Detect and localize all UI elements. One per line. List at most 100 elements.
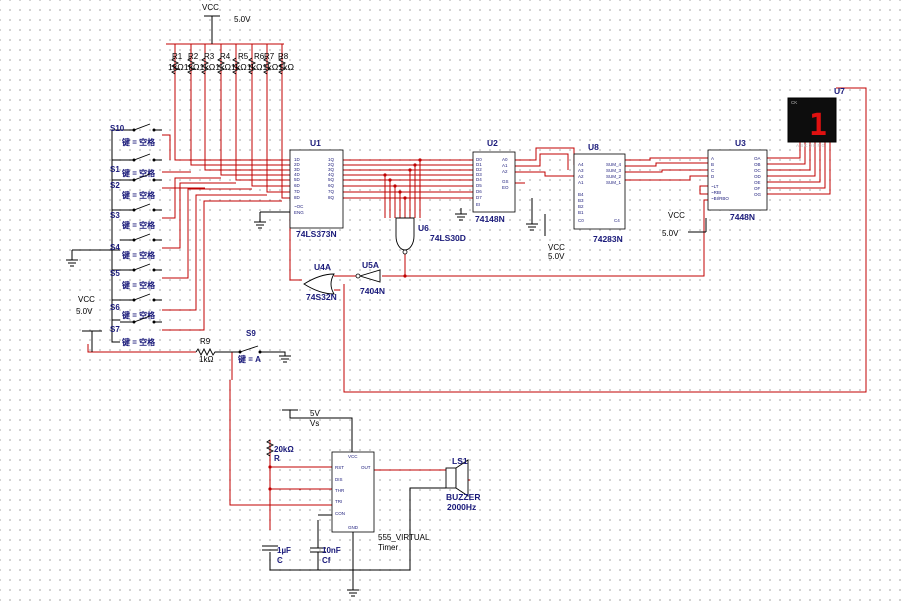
svg-text:D5: D5 (476, 183, 482, 188)
switch-s9[interactable]: S9 键 = A (237, 329, 264, 364)
reset-circuit: R9 1kΩ S9 键 = A (195, 329, 264, 364)
timer-part: 555_VIRTUAL (378, 533, 430, 542)
chip-ref: U7 (834, 86, 845, 96)
svg-text:D3: D3 (476, 172, 482, 177)
svg-text:GS: GS (502, 179, 509, 184)
svg-text:6Q: 6Q (328, 183, 335, 188)
resistor-ref: R8 (278, 52, 289, 61)
switch-s6[interactable]: S6 键 = 空格 (110, 293, 162, 320)
switch-key: 键 = 空格 (121, 337, 156, 347)
switch-key: 键 = 空格 (121, 190, 156, 200)
vs-value: 5V (310, 409, 320, 418)
chip-ref: U1 (310, 138, 321, 148)
switch-s1[interactable]: S1 键 = 空格 (110, 153, 162, 178)
timer-pin: RST (335, 465, 344, 470)
buzzer-ref: LS1 (452, 456, 468, 466)
switch-key: 键 = 空格 (121, 220, 156, 230)
timer-pin: GND (348, 525, 359, 530)
timer-pin: VCC (348, 454, 358, 459)
vcc-u8-value: 5.0V (548, 252, 565, 261)
chip-ref: U5A (362, 260, 379, 270)
timing-r-value: 20kΩ (274, 445, 294, 454)
chip-part: 7404N (360, 286, 385, 296)
svg-text:C: C (711, 168, 715, 173)
resistor-ref: R7 (264, 52, 275, 61)
svg-text:7D: 7D (294, 189, 301, 194)
timing-network: 20kΩ R 1µF C 10nF Cf (262, 439, 341, 570)
svg-text:C4: C4 (614, 218, 620, 223)
vcc-u3-label: VCC (668, 211, 685, 220)
chip-part: 7448N (730, 212, 755, 222)
timer-sub: Timer (378, 543, 398, 552)
svg-text:OD: OD (754, 174, 762, 179)
switch-s10[interactable]: S10 键 = 空格 (110, 123, 162, 147)
svg-text:~OC: ~OC (294, 204, 304, 209)
switch-key: 键 = A (237, 354, 261, 364)
svg-text:D1: D1 (476, 162, 482, 167)
timer-pin: CON (335, 511, 345, 516)
switch-s3[interactable]: S3 键 = 空格 (110, 203, 162, 230)
power-labels: VCC 5.0V VCC 5.0V VCC 5.0V VCC 5.0V 5V V… (76, 3, 685, 428)
switch-key: 键 = 空格 (121, 250, 156, 260)
chip-ref: U6 (418, 223, 429, 233)
timer-pin: DIS (335, 477, 343, 482)
svg-text:SUM_2: SUM_2 (606, 174, 622, 179)
vs-name: Vs (310, 419, 319, 428)
timing-c-value: 1µF (277, 546, 291, 555)
switch-key: 键 = 空格 (121, 310, 156, 320)
resistor-ref: R3 (204, 52, 215, 61)
chip-part: 74283N (593, 234, 623, 244)
wires-black (71, 16, 707, 590)
switch-s7[interactable]: S7 键 = 空格 (110, 315, 162, 347)
chip-part: 74S32N (306, 292, 337, 302)
switch-ref: S9 (246, 329, 256, 338)
svg-text:OG: OG (754, 192, 762, 197)
svg-text:OE: OE (754, 180, 761, 185)
svg-text:OA: OA (754, 156, 761, 161)
svg-text:D2: D2 (476, 167, 482, 172)
svg-text:B2: B2 (578, 204, 584, 209)
svg-text:OB: OB (754, 162, 761, 167)
timer-555: VCC RST OUT DIS THR TRI CON GND 555_VIRT… (331, 451, 430, 552)
switch-key: 键 = 空格 (121, 280, 156, 290)
buzzer: LS1 BUZZER 2000Hz (445, 456, 480, 512)
display-digit: 1 (809, 108, 827, 143)
timing-cf-name: Cf (322, 556, 331, 565)
switch-ref: S5 (110, 269, 120, 278)
svg-text:~BI/RBO: ~BI/RBO (711, 196, 729, 201)
svg-text:A0: A0 (502, 157, 508, 162)
svg-text:SUM_3: SUM_3 (606, 168, 622, 173)
svg-text:2D: 2D (294, 162, 301, 167)
switch-bank: S10 键 = 空格 S1 键 = 空格 S2 键 = 空格 S3 键 = 空格… (110, 123, 162, 347)
svg-text:EO: EO (502, 185, 509, 190)
svg-text:A3: A3 (578, 168, 584, 173)
svg-text:B3: B3 (578, 198, 584, 203)
switch-key: 键 = 空格 (121, 168, 156, 178)
resistor-values: 1kΩ1kΩ1kΩ1kΩ1kΩ1kΩ1kΩ1kΩ (168, 63, 294, 72)
chip-ref: U3 (735, 138, 746, 148)
svg-text:B4: B4 (578, 192, 584, 197)
svg-text:1D: 1D (294, 157, 301, 162)
switch-s2[interactable]: S2 键 = 空格 (110, 173, 162, 200)
chip-u6: U6 74LS30D (395, 217, 466, 255)
chip-u4a: U4A 74S32N (303, 262, 337, 302)
resistor-bank: R1 R2 R3 R4 R5 R6 R7 R8 1kΩ1kΩ1kΩ1kΩ1kΩ1… (168, 52, 294, 75)
svg-text:CK: CK (791, 100, 797, 105)
seven-segment-display: U7 CK 1 A B C D E F G (787, 86, 845, 148)
svg-text:4D: 4D (294, 172, 301, 177)
chip-part: 74LS30D (430, 233, 466, 243)
svg-text:~RBI: ~RBI (711, 190, 721, 195)
svg-text:8D: 8D (294, 195, 301, 200)
svg-text:D6: D6 (476, 189, 482, 194)
svg-text:A2: A2 (578, 174, 584, 179)
svg-text:7Q: 7Q (328, 189, 335, 194)
switch-s5[interactable]: S5 键 = 空格 (110, 263, 162, 290)
svg-text:D: D (711, 174, 715, 179)
switch-s4[interactable]: S4 键 = 空格 (110, 233, 162, 260)
svg-text:B: B (711, 162, 714, 167)
svg-text:EI: EI (476, 202, 480, 207)
ground-symbols (66, 213, 538, 597)
svg-text:2Q: 2Q (328, 162, 335, 167)
